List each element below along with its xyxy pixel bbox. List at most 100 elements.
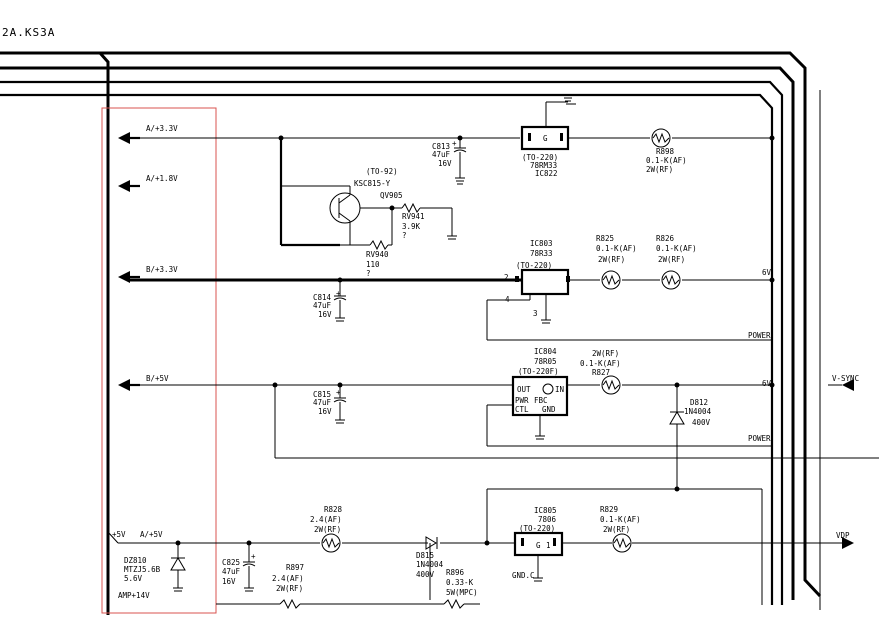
ic805-part: 7806 — [538, 515, 557, 524]
resistor-r827 — [601, 375, 621, 395]
r896-ref: R896 — [446, 568, 465, 577]
ic822-part: 78RM33 — [530, 161, 557, 170]
r826-ref: R826 — [656, 234, 675, 243]
d812-part: 1N4004 — [684, 407, 712, 416]
rail-a-5v — [118, 488, 842, 605]
resistor-r825 — [601, 270, 621, 290]
resistor-r897 — [216, 598, 420, 610]
ic804-package: (TO-220F) — [518, 367, 559, 376]
r829-value: 0.1-K(AF) — [600, 515, 641, 524]
r825-power: 2W(RF) — [598, 255, 625, 264]
r898-power: 2W(RF) — [646, 165, 673, 174]
label-b-3v3: B/+3.3V — [146, 265, 178, 274]
rail-b-5v — [130, 382, 879, 459]
c813-value: 47uF — [432, 150, 451, 159]
c813-ref: C813 — [432, 142, 450, 151]
d815-voltage: 400V — [416, 570, 435, 579]
rv941-ref: RV941 — [402, 212, 425, 221]
r897-power: 2W(RF) — [276, 584, 303, 593]
c825-polarity: + — [251, 552, 256, 561]
ic822-regulator — [520, 97, 572, 151]
dz810-part: MTZJ5.6B — [124, 565, 161, 574]
d812-ref: D812 — [690, 398, 708, 407]
r828-value: 2.4(AF) — [310, 515, 342, 524]
ic803-ref: IC803 — [530, 239, 553, 248]
ic803-regulator — [486, 268, 772, 341]
c813-voltage: 16V — [438, 159, 452, 168]
right-6v-2: 6V — [762, 379, 772, 388]
capacitor-c813 — [453, 138, 467, 185]
capacitor-c815 — [333, 385, 347, 424]
rv940-ref: RV940 — [366, 250, 389, 259]
c825-voltage: 16V — [222, 577, 236, 586]
ic804-pin-gnd: GND — [542, 405, 556, 414]
transistor-qv905 — [279, 138, 457, 251]
r898-value: 0.1-K(AF) — [646, 156, 687, 165]
ic803-pin3: 3 — [533, 309, 538, 318]
rv940-value: 110 — [366, 260, 380, 269]
label-amp14v: AMP+14V — [118, 591, 150, 600]
ic804-regulator — [486, 375, 772, 447]
r825-ref: R825 — [596, 234, 614, 243]
r827-value: 0.1-K(AF) — [580, 359, 621, 368]
ic805-pin-g: G — [536, 541, 541, 550]
capacitor-c814 — [333, 280, 347, 322]
ic804-pin-in: IN — [555, 385, 564, 394]
resistor-r896 — [420, 598, 480, 610]
r828-power: 2W(RF) — [314, 525, 341, 534]
r829-ref: R829 — [600, 505, 618, 514]
ic804-ref: IC804 — [534, 347, 557, 356]
highlight-box — [101, 107, 217, 614]
c825-ref: C825 — [222, 558, 240, 567]
zener-dz810 — [170, 543, 186, 592]
c814-polarity: + — [336, 289, 341, 298]
r897-value: 2.4(AF) — [272, 574, 304, 583]
rv940-note: ? — [366, 269, 371, 278]
label-plus5v: +5V — [112, 530, 126, 539]
ic822-package: (TO-220) — [522, 153, 558, 162]
ic805-pin1: 1 — [546, 541, 551, 550]
label-a-5v: A/+5V — [140, 530, 163, 539]
r828-ref: R828 — [324, 505, 343, 514]
r827-power: 2W(RF) — [592, 349, 619, 358]
c814-voltage: 16V — [318, 310, 332, 319]
label-a-1v8: A/+1.8V — [146, 174, 178, 183]
ic805-ref: IC805 — [534, 506, 557, 515]
vsync-arrow — [842, 379, 854, 391]
resistor-r898 — [651, 128, 671, 148]
c814-ref: C814 — [313, 293, 332, 302]
right-vsync: V-SYNC — [832, 374, 859, 383]
label-b-5v: B/+5V — [146, 374, 169, 383]
r897-ref: R897 — [286, 563, 304, 572]
resistor-r826 — [661, 270, 681, 290]
r826-power: 2W(RF) — [658, 255, 685, 264]
resistor-r829 — [612, 533, 632, 553]
model-title: 2A.KS3A — [2, 26, 55, 39]
ic804-pin-pwr: PWR — [515, 396, 529, 405]
r829-power: 2W(RF) — [603, 525, 630, 534]
connector-arrows — [107, 132, 140, 544]
c813-polarity: + — [452, 139, 457, 148]
c815-polarity: + — [336, 388, 341, 397]
vdp-arrow — [842, 537, 854, 549]
r826-value: 0.1-K(AF) — [656, 244, 697, 253]
d812-voltage: 400V — [692, 418, 711, 427]
r896-value: 0.33-K — [446, 578, 474, 587]
ic804-pin-ctl: CTL — [515, 405, 529, 414]
label-a-3v3: A/+3.3V — [146, 124, 178, 133]
r827-ref: R827 — [592, 368, 610, 377]
ic805-regulator — [513, 531, 564, 582]
d815-ref: D815 — [416, 551, 434, 560]
ic803-pin4: 4 — [505, 295, 510, 304]
qv905-ref: QV905 — [380, 191, 403, 200]
right-vdp: VDP — [836, 531, 850, 540]
ic803-package: (TO-220) — [516, 261, 552, 270]
c814-value: 47uF — [313, 301, 332, 310]
gnd-c-label: GND.C — [512, 571, 535, 580]
ic804-part: 78R05 — [534, 357, 557, 366]
r896-power: 5W(MPC) — [446, 588, 478, 597]
c815-value: 47uF — [313, 398, 332, 407]
d815-part: 1N4004 — [416, 560, 444, 569]
rail-b-3v3 — [130, 277, 775, 283]
